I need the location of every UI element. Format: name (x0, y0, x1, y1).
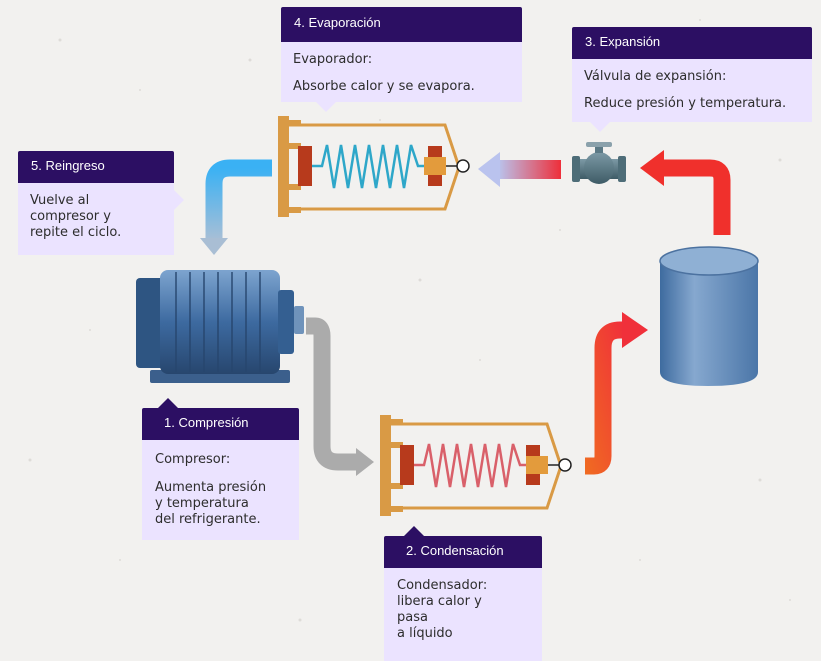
receiver-tank-icon (659, 246, 759, 386)
reentry-description-line: Vuelve al (30, 193, 90, 208)
compression-description-line: del refrigerante. (155, 512, 261, 527)
callout-expansion-body: Válvula de expansión: Reduce presión y t… (572, 59, 812, 122)
callout-compression-title: 1. Compresión (142, 408, 299, 440)
evaporation-description-line: Absorbe calor y se evapora. (293, 79, 475, 94)
arrow-to-evaporator (478, 152, 561, 187)
callout-condensation-title: 2. Condensación (384, 536, 542, 568)
callout-reentry-body: Vuelve al compresor y repite el ciclo. (18, 183, 174, 255)
callout-pointer (316, 102, 336, 112)
expansion-component-label: Válvula de expansión: (584, 69, 727, 84)
callout-condensation-body: Condensador: libera calor y pasa a líqui… (384, 568, 542, 661)
callout-reentry-title: 5. Reingreso (18, 151, 174, 183)
evaporator-coil-icon (278, 116, 470, 217)
condenser-coil-icon (380, 415, 572, 516)
condensation-description-line: libera calor y (397, 594, 482, 609)
arrow-to-tank (585, 312, 648, 475)
evaporation-component-label: Evaporador: (293, 52, 373, 67)
callout-expansion-title: 3. Expansión (572, 27, 812, 59)
callout-pointer (590, 122, 610, 132)
callout-evaporation-title: 4. Evaporación (281, 7, 522, 42)
callout-compression-body: Compresor: Aumenta presión y temperatura… (142, 440, 299, 540)
compression-description-line: y temperatura (155, 496, 249, 511)
callout-pointer (404, 526, 424, 536)
expansion-valve-icon (572, 142, 626, 184)
compressor-motor-icon (136, 270, 304, 383)
arrow-to-valve (640, 150, 731, 235)
arrow-to-condenser (306, 317, 374, 476)
reentry-description-line: repite el ciclo. (30, 225, 122, 240)
expansion-description-line: Reduce presión y temperatura. (584, 96, 787, 111)
callout-pointer (174, 190, 184, 210)
compression-component-label: Compresor: (155, 452, 231, 467)
reentry-description-line: compresor y (30, 209, 111, 224)
callout-pointer (158, 398, 178, 408)
condensation-component-label: Condensador: (397, 578, 488, 593)
condensation-description-line: a líquido (397, 626, 453, 641)
arrow-to-compressor (200, 159, 272, 255)
compression-description-line: Aumenta presión (155, 480, 267, 495)
condensation-description-line: pasa (397, 610, 428, 625)
callout-evaporation-body: Evaporador: Absorbe calor y se evapora. (281, 42, 522, 102)
